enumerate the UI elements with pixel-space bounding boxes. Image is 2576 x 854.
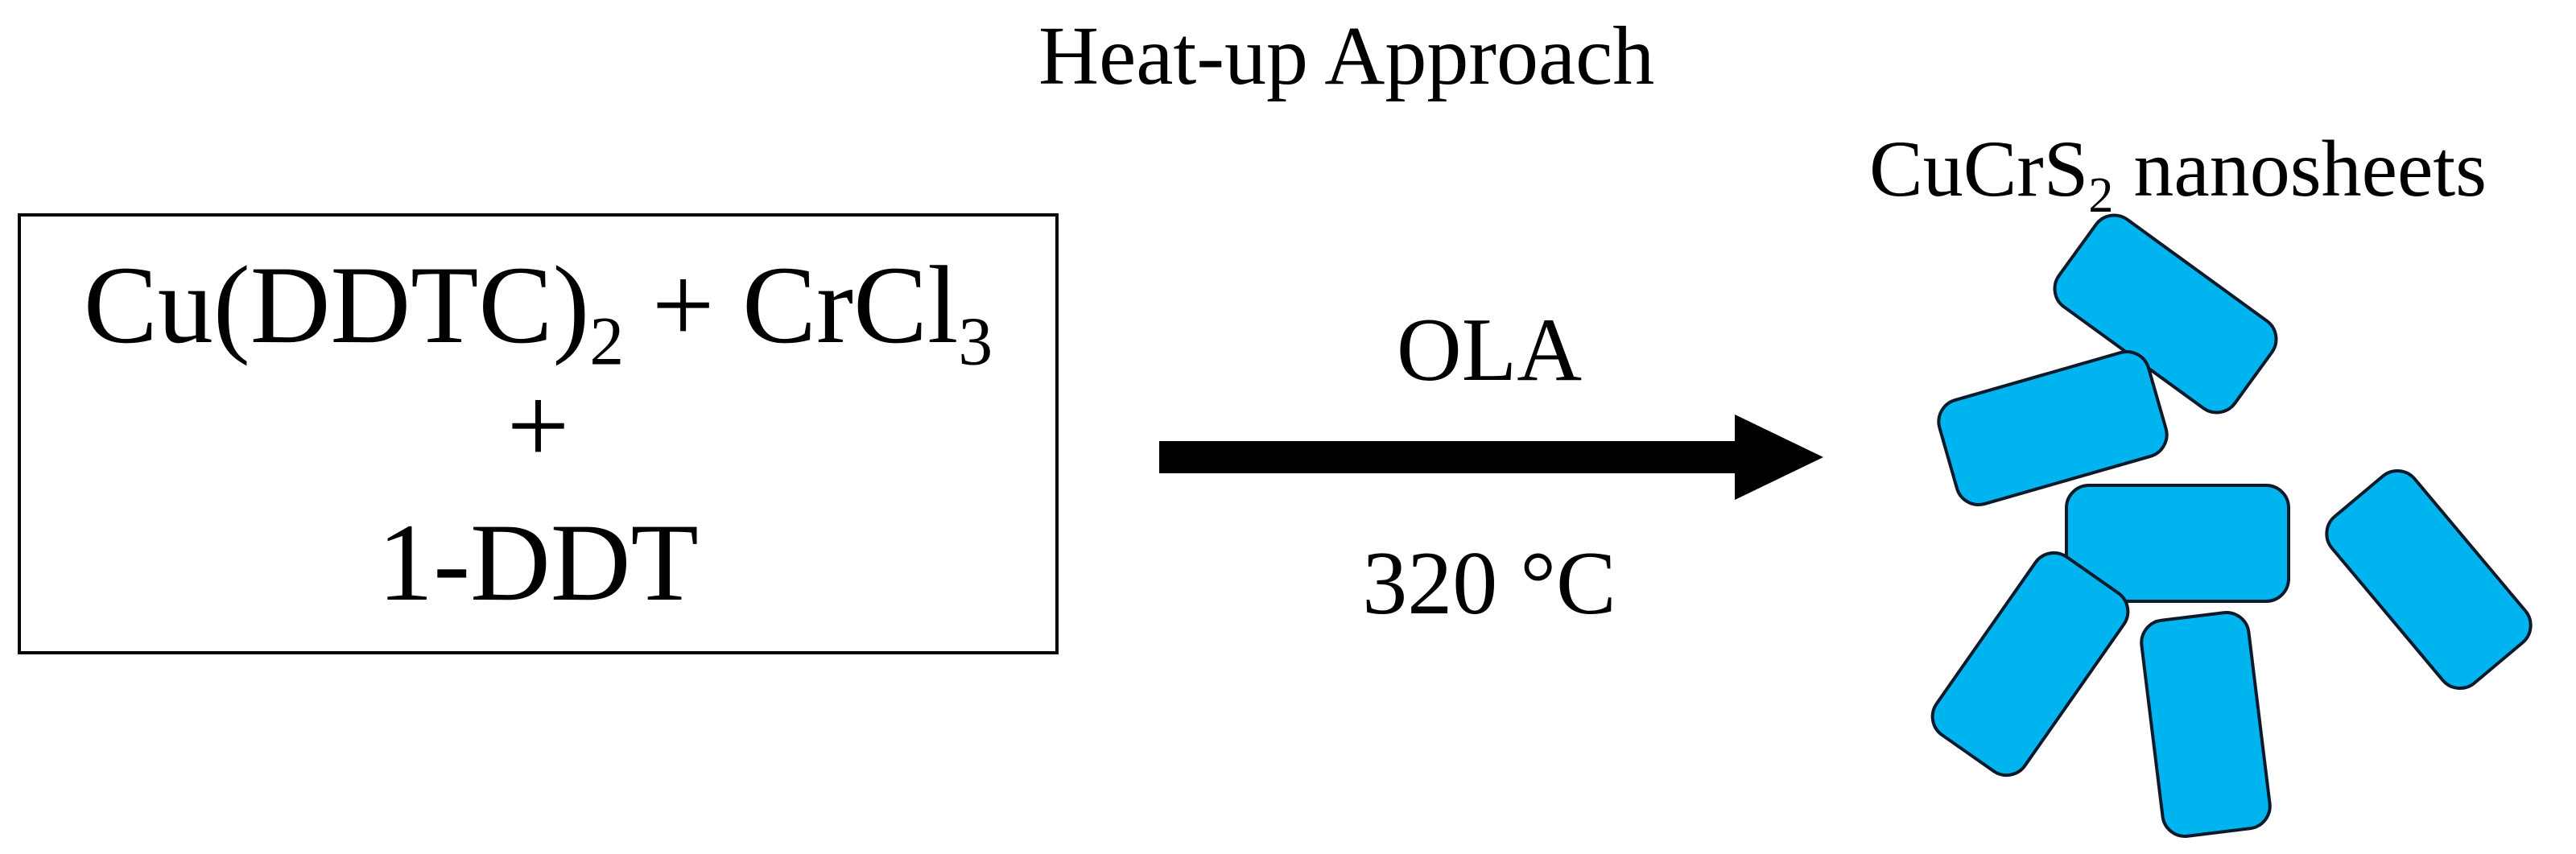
chromium-precursor-subscript: 3 <box>958 303 993 380</box>
reactant-line-thiol: 1-DDT <box>378 501 699 624</box>
reactants-box: Cu(DDTC)2 + CrCl3 + 1-DDT <box>18 213 1059 654</box>
chromium-precursor-text: + CrCl <box>624 243 959 366</box>
reaction-solvent: OLA <box>1396 300 1583 400</box>
nanosheet <box>2325 468 2533 691</box>
nanosheet-cluster <box>1930 213 2533 838</box>
product-label: CuCrS2 nanosheets <box>1869 122 2487 221</box>
nanosheet <box>1930 551 2130 778</box>
reaction-arrow-head <box>1735 415 1823 500</box>
product-formula-text: CuCrS <box>1869 124 2089 213</box>
copper-precursor-subscript: 2 <box>589 303 625 380</box>
reaction-temperature: 320 °C <box>1362 534 1616 633</box>
product-formula-subscript: 2 <box>2088 167 2114 223</box>
reactant-plus-sign: + <box>506 364 570 487</box>
product-suffix-text: nanosheets <box>2113 124 2487 213</box>
reaction-arrow <box>1159 415 1823 500</box>
nanosheet <box>1937 350 2169 506</box>
diagram-title: Heat-up Approach <box>1038 10 1655 102</box>
nanosheet <box>2140 611 2272 838</box>
reactant-line-precursors: Cu(DDTC)2 + CrCl3 <box>21 243 1055 376</box>
nanosheet <box>2065 484 2290 603</box>
reaction-arrow-shaft <box>1159 441 1747 473</box>
copper-precursor-text: Cu(DDTC) <box>83 243 590 366</box>
